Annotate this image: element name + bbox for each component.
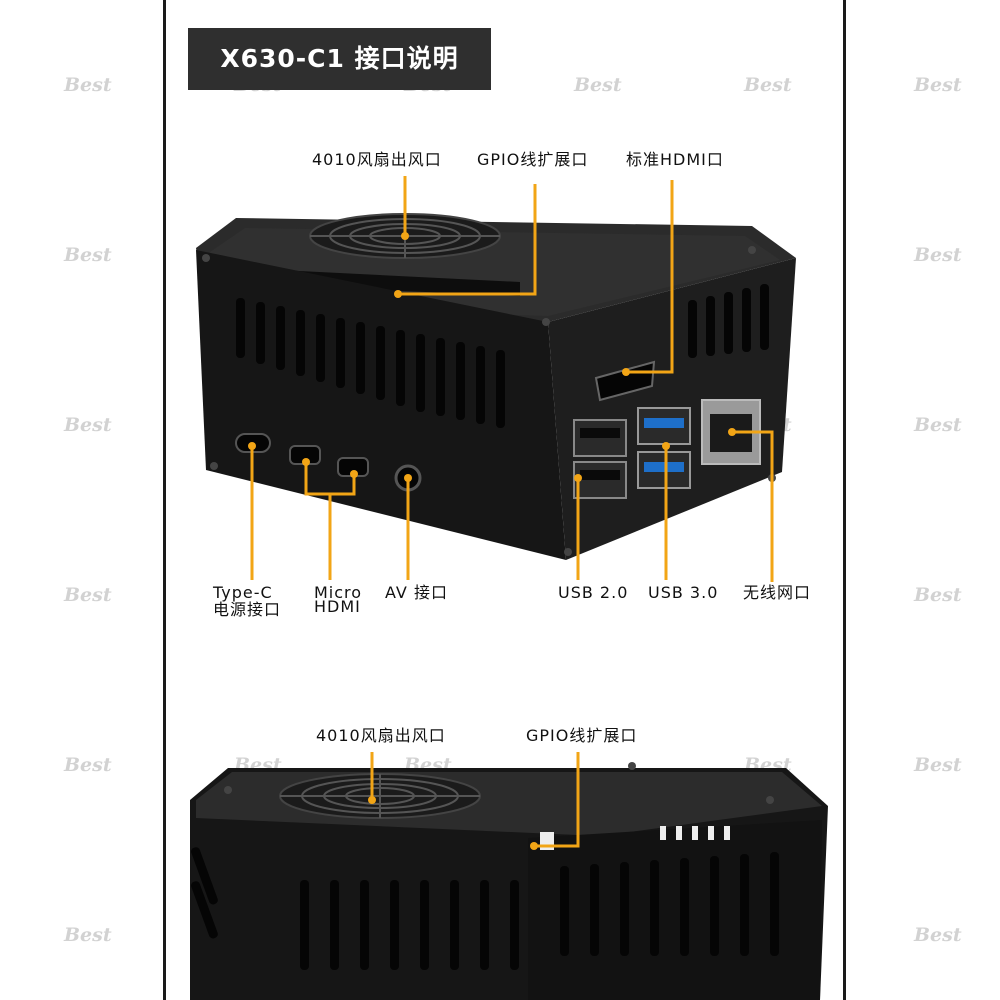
label-micro-line2: HDMI — [314, 597, 361, 616]
label-hdmi: 标准HDMI口 — [626, 150, 724, 169]
watermark: Best — [914, 924, 962, 946]
watermark: Best — [64, 74, 112, 96]
page-title: X630-C1 接口说明 — [188, 28, 491, 90]
bottom-case-image — [190, 762, 828, 1000]
watermark: Best — [914, 754, 962, 776]
top-case-image — [196, 213, 796, 560]
label-fan-outlet: 4010风扇出风口 — [312, 150, 442, 169]
case-screws — [202, 246, 776, 556]
label-micro-line1: Micro — [314, 583, 363, 602]
watermark: Best — [914, 244, 962, 266]
watermark: Best — [64, 924, 112, 946]
bottom-callout-lines — [370, 752, 580, 848]
top-callout-lines — [250, 176, 774, 582]
label-bottom-gpio: GPIO线扩展口 — [526, 726, 638, 745]
watermark: Best — [914, 74, 962, 96]
label-bottom-fan-outlet: 4010风扇出风口 — [316, 726, 446, 745]
label-typec-line2: 电源接口 — [213, 600, 282, 619]
bottom-fan-grille — [279, 773, 481, 819]
bottom-callout-dots — [368, 796, 538, 850]
label-gpio: GPIO线扩展口 — [477, 150, 589, 169]
watermark: Best — [914, 584, 962, 606]
label-ethernet: 无线网口 — [743, 583, 812, 602]
usb2-ports — [573, 419, 627, 499]
usb3-ports — [637, 407, 691, 489]
watermark: Best — [914, 414, 962, 436]
label-av: AV 接口 — [385, 583, 448, 602]
bottom-screws — [224, 762, 774, 804]
bottom-vents — [191, 847, 779, 970]
watermark: Best — [64, 584, 112, 606]
label-typec-line1: Type-C — [213, 583, 273, 602]
watermark: Best — [64, 754, 112, 776]
side-vents — [688, 284, 769, 358]
label-usb3: USB 3.0 — [648, 583, 719, 602]
label-usb2: USB 2.0 — [558, 583, 629, 602]
watermark: Best — [64, 414, 112, 436]
page-frame — [163, 0, 846, 1000]
watermark: Best — [64, 244, 112, 266]
case-front-face — [196, 250, 566, 560]
top-callout-dots — [248, 232, 736, 482]
front-vents — [236, 298, 505, 428]
watermark: Best — [574, 74, 622, 96]
watermark: Best — [744, 74, 792, 96]
